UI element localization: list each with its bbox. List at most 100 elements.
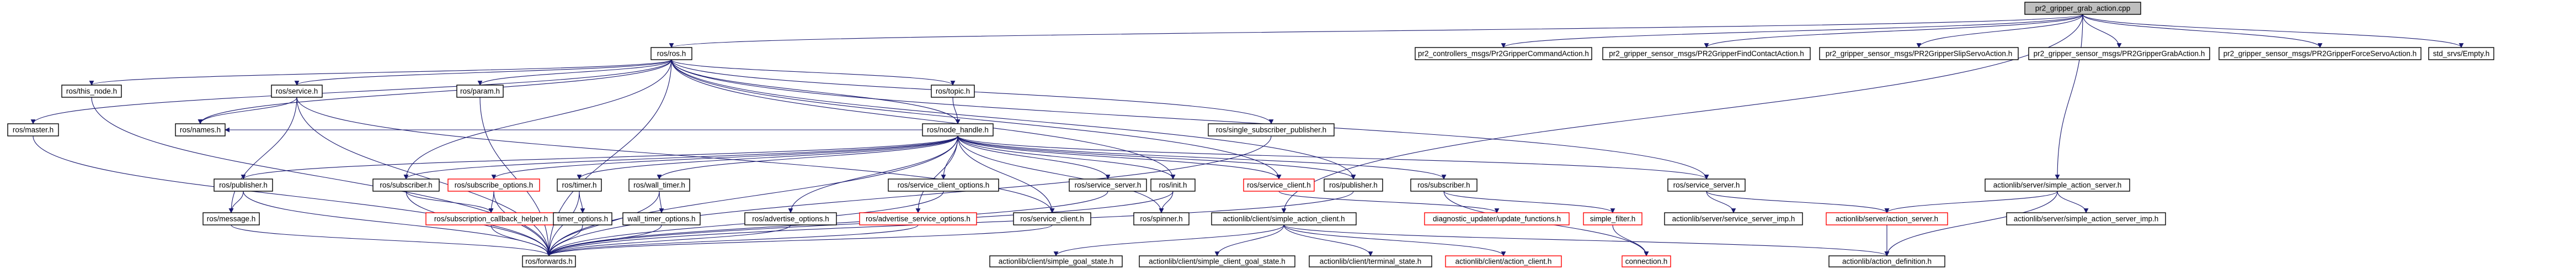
node-label: actionlib/client/simple_action_client.h (1223, 215, 1345, 223)
edge-advsvcopts-to-forwards (546, 224, 919, 256)
node-simple-client-goal-state[interactable]: actionlib/client/simple_client_goal_stat… (1139, 255, 1295, 267)
node-label: ros/publisher.h (1329, 181, 1378, 190)
edge-service-to-names (198, 97, 297, 124)
node-diagnostic-updater[interactable]: diagnostic_updater/update_functions.h (1424, 212, 1570, 225)
node-service-client-truncated[interactable]: ros/service_client.h (1243, 178, 1315, 192)
node-service-client[interactable]: ros/service_client.h (1013, 212, 1091, 225)
node-pr2-controllers-msgs-command[interactable]: pr2_controllers_msgs/Pr2GripperCommandAc… (1415, 47, 1592, 60)
edge-thisnode-to-forwards (91, 97, 552, 256)
node-subscribe-options[interactable]: ros/subscribe_options.h (447, 178, 540, 192)
node-simple-filter[interactable]: simple_filter.h (1583, 212, 1642, 225)
node-label: ros/service_server.h (1673, 181, 1740, 190)
node-single-subscriber-publisher[interactable]: ros/single_subscriber_publisher.h (1208, 123, 1335, 136)
edge-nodehandle-to-svcserver (957, 135, 1111, 180)
edge-subscriber_l-to-subcbhelper (406, 191, 494, 213)
node-this-node[interactable]: ros/this_node.h (61, 85, 122, 98)
node-service-server[interactable]: ros/service_server.h (1069, 178, 1147, 192)
node-subscriber-left[interactable]: ros/subscriber.h (372, 178, 440, 192)
node-std-srvs-empty[interactable]: std_srvs/Empty.h (2428, 47, 2494, 60)
node-simple-action-server-imp[interactable]: actionlib/server/simple_action_server_im… (2006, 212, 2166, 225)
node-service[interactable]: ros/service.h (271, 85, 323, 98)
node-message[interactable]: ros/message.h (202, 212, 260, 225)
edge-nodehandle-to-subscriber_r (957, 135, 1447, 180)
edge-nodehandle-to-publisher_r (957, 135, 1356, 180)
node-label: ros/forwards.h (525, 258, 573, 266)
edge-init-to-spinner (1159, 191, 1174, 213)
node-label: actionlib/server/service_server_imp.h (1672, 215, 1795, 223)
node-topic[interactable]: ros/topic.h (931, 85, 975, 98)
node-label: ros/timer.h (562, 181, 596, 190)
node-service-server-imp[interactable]: actionlib/server/service_server_imp.h (1664, 212, 1803, 225)
node-force-servo-action[interactable]: pr2_gripper_sensor_msgs/PR2GripperForceS… (2218, 47, 2422, 60)
node-label: diagnostic_updater/update_functions.h (1433, 215, 1561, 223)
node-service-client-options[interactable]: ros/service_client_options.h (888, 178, 999, 192)
node-find-contact-action[interactable]: pr2_gripper_sensor_msgs/PR2GripperFindCo… (1602, 47, 1811, 60)
edge-ros_h-to-param (477, 59, 672, 86)
edge-ros_h-to-service (294, 59, 672, 86)
node-label: actionlib/client/terminal_state.h (1320, 258, 1422, 266)
node-simple-goal-state[interactable]: actionlib/client/simple_goal_state.h (989, 255, 1123, 267)
node-simple-action-server[interactable]: actionlib/server/simple_action_server.h (1985, 178, 2130, 192)
node-timer[interactable]: ros/timer.h (557, 178, 602, 192)
node-forwards[interactable]: ros/forwards.h (522, 255, 576, 267)
node-spinner[interactable]: ros/spinner.h (1133, 212, 1190, 225)
node-label: actionlib/server/simple_action_server_im… (2014, 215, 2159, 223)
edge-nodehandle-to-subopts (491, 135, 958, 180)
node-label: timer_options.h (557, 215, 608, 223)
node-label: std_srvs/Empty.h (2433, 50, 2490, 58)
node-label: ros/publisher.h (219, 181, 268, 190)
node-wall-timer[interactable]: ros/wall_timer.h (628, 178, 690, 192)
node-grab-action[interactable]: pr2_gripper_sensor_msgs/PR2GripperGrabAc… (2028, 47, 2210, 60)
edge-nodehandle-to-svcclient_red (957, 135, 1282, 180)
node-connection[interactable]: connection.h (1622, 255, 1671, 267)
node-action-definition[interactable]: actionlib/action_definition.h (1828, 255, 1945, 267)
node-subscription-callback-helper[interactable]: ros/subscription_callback_helper.h (425, 212, 557, 225)
node-ros-h[interactable]: ros/ros.h (650, 47, 692, 60)
node-label: pr2_gripper_sensor_msgs/PR2GripperFindCo… (1609, 50, 1804, 58)
node-action-server[interactable]: actionlib/server/action_server.h (1826, 212, 1948, 225)
node-label: actionlib/server/action_server.h (1836, 215, 1938, 223)
edge-root-to-findcontact (1704, 14, 2083, 48)
node-names[interactable]: ros/names.h (175, 123, 226, 136)
node-terminal-state[interactable]: actionlib/client/terminal_state.h (1309, 255, 1432, 267)
node-label: ros/service_client.h (1247, 181, 1311, 190)
node-master[interactable]: ros/master.h (7, 123, 59, 136)
node-label: connection.h (1625, 258, 1668, 266)
edge-ros_h-to-publisher_r (671, 59, 1356, 180)
node-label: wall_timer_options.h (627, 215, 695, 223)
node-label: pr2_controllers_msgs/Pr2GripperCommandAc… (1418, 50, 1589, 58)
edge-root-to-grabaction (2082, 14, 2122, 48)
edge-advopts-to-forwards (546, 224, 791, 256)
node-timer-options[interactable]: timer_options.h (553, 212, 612, 225)
node-ros-service-server[interactable]: ros/service_server.h (1667, 178, 1746, 192)
node-slip-servo-action[interactable]: pr2_gripper_sensor_msgs/PR2GripperSlipSe… (1819, 47, 2019, 60)
node-label: pr2_gripper_sensor_msgs/PR2GripperForceS… (2223, 50, 2417, 58)
nodes: pr2_gripper_grab_action.cpp ros/ros.h pr… (7, 2, 2494, 267)
node-advertise-service-options[interactable]: ros/advertise_service_options.h (859, 212, 977, 225)
node-label: pr2_gripper_grab_action.cpp (2035, 4, 2131, 13)
edge-nodehandle-to-rosservicesrv (957, 135, 1709, 180)
node-advertise-options[interactable]: ros/advertise_options.h (744, 212, 837, 225)
node-publisher-left[interactable]: ros/publisher.h (214, 178, 273, 192)
edge-nodehandle-to-spinner (957, 135, 1164, 213)
node-simple-action-client[interactable]: actionlib/client/simple_action_client.h (1211, 212, 1357, 225)
edge-nodehandle-to-init (957, 135, 1176, 180)
node-param[interactable]: ros/param.h (456, 85, 504, 98)
edge-svcclient_red-to-diagupdater (1278, 191, 1500, 213)
edge-nodehandle-to-svcclient_h (957, 135, 1055, 213)
node-label: ros/this_node.h (66, 87, 117, 96)
edge-rosservicesrv-to-svcsrvimp (1706, 191, 1736, 213)
node-publisher-right[interactable]: ros/publisher.h (1324, 178, 1383, 192)
node-label: ros/init.h (1159, 181, 1187, 190)
node-subscriber-right[interactable]: ros/subscriber.h (1410, 178, 1478, 192)
edge-ros_h-to-forwards (546, 59, 672, 256)
edge-nodehandle-to-svcclientopts (941, 135, 958, 180)
node-action-client[interactable]: actionlib/client/action_client.h (1445, 255, 1562, 267)
node-root[interactable]: pr2_gripper_grab_action.cpp (2024, 2, 2141, 15)
node-label: actionlib/client/simple_goal_state.h (999, 258, 1114, 266)
node-label: ros/service_client_options.h (898, 181, 990, 190)
node-wall-timer-options[interactable]: wall_timer_options.h (622, 212, 701, 225)
node-node-handle[interactable]: ros/node_handle.h (922, 123, 994, 136)
node-init[interactable]: ros/init.h (1150, 178, 1196, 192)
